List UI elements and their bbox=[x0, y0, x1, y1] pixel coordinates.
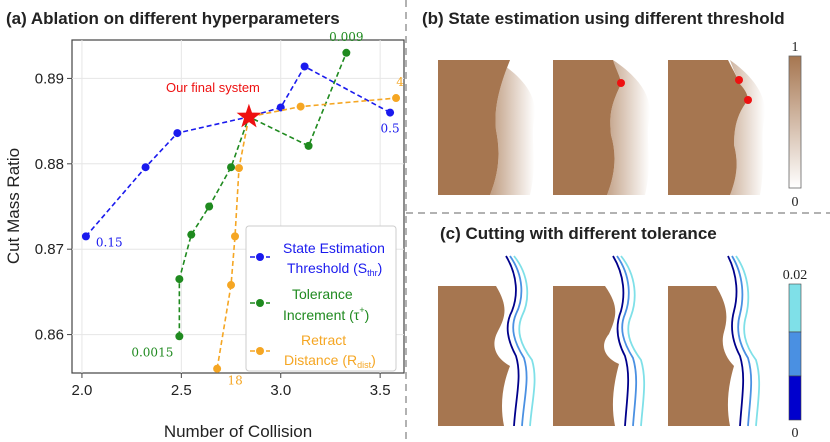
ablation-chart: 2.0 2.5 3.0 3.5 0.86 0.87 0.88 0.89 0.15 0.5 0.00… bbox=[4, 30, 405, 441]
estimated-point bbox=[617, 79, 625, 87]
data-point bbox=[175, 275, 184, 284]
data-point bbox=[386, 108, 395, 117]
data-point bbox=[342, 48, 351, 57]
series-group bbox=[81, 48, 401, 373]
legend-swatch-marker bbox=[256, 253, 264, 261]
y-tick-label: 0.86 bbox=[35, 327, 64, 344]
data-point bbox=[175, 332, 184, 341]
final-system-label: Our final system bbox=[166, 80, 260, 95]
legend-label-line1: State Estimation bbox=[283, 240, 385, 256]
colorbar-c: 0.02 0 bbox=[783, 268, 808, 441]
endpoint-label: 0.15 bbox=[96, 235, 123, 249]
data-point bbox=[173, 129, 182, 138]
state-image-1 bbox=[438, 60, 535, 195]
cut-path-mid bbox=[616, 255, 638, 427]
y-tick-label: 0.88 bbox=[35, 156, 64, 173]
data-point bbox=[304, 141, 313, 150]
panel-a-title: (a) Ablation on different hyperparameter… bbox=[6, 9, 340, 28]
state-image-2 bbox=[553, 60, 650, 195]
endpoint-label: 0.0015 bbox=[131, 345, 173, 359]
point-labels: 0.15 0.5 0.0015 0.009 18 4 Our final system bbox=[96, 30, 404, 388]
estimated-point bbox=[735, 76, 743, 84]
data-point bbox=[81, 232, 90, 241]
data-point bbox=[234, 164, 243, 173]
flesh-block bbox=[438, 286, 510, 426]
data-point bbox=[231, 232, 240, 241]
flesh-block bbox=[668, 60, 748, 195]
legend-swatch-marker bbox=[256, 347, 264, 355]
data-point bbox=[205, 202, 214, 211]
cut-path-high bbox=[620, 255, 646, 427]
fade-region bbox=[490, 60, 535, 195]
cut-image-3 bbox=[668, 255, 761, 427]
data-point bbox=[213, 364, 222, 373]
data-point bbox=[227, 281, 236, 290]
legend-label-line1: Tolerance bbox=[292, 286, 353, 302]
endpoint-label: 0.5 bbox=[381, 122, 400, 136]
legend-label-line2: Threshold (Sthr) bbox=[287, 260, 382, 278]
y-tick-label: 0.87 bbox=[35, 241, 64, 258]
colorbar-segment-low bbox=[788, 375, 802, 421]
legend-label-line1: Retract bbox=[301, 332, 346, 348]
x-axis-label: Number of Collision bbox=[164, 422, 312, 441]
panel-b-title: (b) State estimation using different thr… bbox=[422, 9, 785, 28]
flesh-block bbox=[438, 60, 510, 195]
x-tick-label: 3.5 bbox=[370, 382, 391, 399]
colorbar-gradient bbox=[788, 55, 802, 189]
series-line-1 bbox=[178, 52, 348, 337]
cut-path-mid bbox=[509, 255, 528, 427]
fade-region bbox=[730, 60, 765, 195]
y-tick-label: 0.89 bbox=[35, 70, 64, 87]
cut-path-mid bbox=[731, 255, 753, 427]
flesh-block bbox=[553, 286, 619, 426]
x-tick-label: 2.5 bbox=[171, 382, 192, 399]
endpoint-label: 0.009 bbox=[329, 30, 363, 44]
colorbar-segment-mid bbox=[788, 331, 802, 377]
colorbar-bottom-label: 0 bbox=[792, 426, 799, 441]
colorbar-segment-high bbox=[788, 283, 802, 333]
flesh-block bbox=[553, 60, 621, 195]
cut-path-high bbox=[513, 255, 536, 427]
legend-label-line2: Increment (τ+) bbox=[283, 305, 369, 323]
axis-ticks: 2.0 2.5 3.0 3.5 0.86 0.87 0.88 0.89 bbox=[35, 70, 391, 399]
endpoint-label: 4 bbox=[396, 75, 404, 89]
plot-frame bbox=[71, 39, 405, 374]
final-system-star bbox=[236, 103, 262, 128]
state-image-3 bbox=[668, 60, 765, 195]
colorbar-top-label: 1 bbox=[792, 40, 799, 55]
data-point bbox=[227, 163, 236, 172]
cut-image-1 bbox=[438, 255, 536, 427]
y-axis-label: Cut Mass Ratio bbox=[4, 148, 23, 264]
panel-c-title: (c) Cutting with different tolerance bbox=[440, 224, 717, 243]
x-tick-label: 2.0 bbox=[72, 382, 93, 399]
cut-path-high bbox=[735, 255, 761, 427]
legend-item-tolerance: Tolerance Increment (τ+) bbox=[250, 286, 369, 323]
data-point bbox=[296, 102, 305, 111]
estimated-point bbox=[744, 96, 752, 104]
fade-region bbox=[607, 60, 650, 195]
legend-item-retract: Retract Distance (Rdist) bbox=[250, 332, 376, 370]
colorbar-top-label: 0.02 bbox=[783, 268, 808, 283]
cut-image-2 bbox=[553, 255, 646, 427]
data-point bbox=[141, 163, 150, 172]
x-tick-label: 3.0 bbox=[270, 382, 291, 399]
colorbar-b: 1 0 bbox=[788, 40, 802, 210]
cut-path-low bbox=[505, 255, 520, 427]
legend-box bbox=[245, 225, 397, 372]
legend-label-line2: Distance (Rdist) bbox=[284, 352, 376, 370]
endpoint-label: 18 bbox=[227, 374, 242, 388]
data-point bbox=[392, 94, 401, 103]
flesh-block bbox=[668, 286, 734, 426]
colorbar-bottom-label: 0 bbox=[792, 195, 799, 210]
cut-path-low bbox=[612, 255, 630, 427]
legend: State Estimation Threshold (Sthr) Tolera… bbox=[245, 225, 397, 372]
legend-item-threshold: State Estimation Threshold (Sthr) bbox=[250, 240, 385, 278]
data-point bbox=[300, 62, 309, 71]
cut-path-low bbox=[727, 255, 745, 427]
data-point bbox=[187, 230, 196, 239]
legend-swatch-marker bbox=[256, 299, 264, 307]
